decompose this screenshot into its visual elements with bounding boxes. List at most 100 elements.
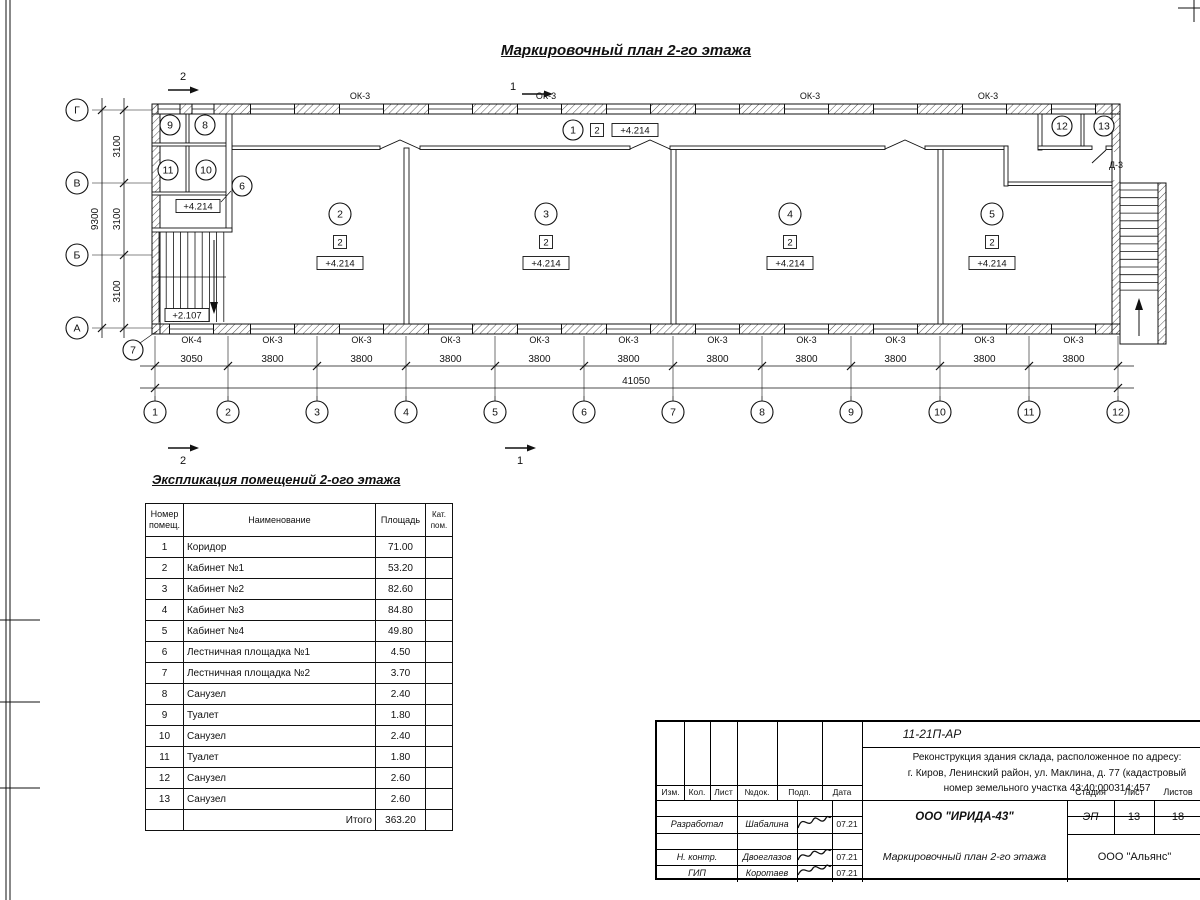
room-13-circle xyxy=(1093,115,1115,137)
room-3-label: 3 xyxy=(543,209,549,221)
section-arrow-head xyxy=(527,444,536,452)
cell-name: Санузел xyxy=(182,767,376,789)
section-mark-label: 1 xyxy=(510,81,516,93)
room-8-label: 8 xyxy=(202,120,208,132)
dim-bay-bottom: 3800 xyxy=(617,354,640,365)
window-label-bottom: ОК-3 xyxy=(707,335,727,345)
axis-col-11-circle xyxy=(1017,400,1041,424)
cell-cat xyxy=(424,662,453,684)
room-3-category-text: 2 xyxy=(543,238,548,249)
axis-col-3-label: 3 xyxy=(314,407,320,419)
axis-col-6-circle xyxy=(572,400,596,424)
role-developer: Разработал xyxy=(670,819,724,829)
plan-title: Маркировочный план 2-го этажа xyxy=(500,42,752,59)
title-block: 11-21П-АР Реконструкция здания склада, р… xyxy=(655,720,1200,882)
room-3-circle xyxy=(534,202,558,226)
room-5-label: 5 xyxy=(989,209,995,221)
cell-num: 7 xyxy=(145,662,184,684)
stage-value: ЭП xyxy=(1082,811,1099,823)
cell-num: 5 xyxy=(145,620,184,642)
cell-name: Санузел xyxy=(182,788,376,810)
date-developer: 07.21 xyxy=(836,819,858,829)
company-name: ООО "ИРИДА-43" xyxy=(915,811,1014,823)
explication-total-row: Итого 363.20 xyxy=(145,809,453,831)
titleblock-vline xyxy=(1154,800,1155,834)
axis-col-4-label: 4 xyxy=(403,407,409,419)
cell-area: 4.50 xyxy=(374,641,426,663)
dim-bay-bottom: 3800 xyxy=(439,354,462,365)
axis-col-10-circle xyxy=(928,400,952,424)
date-gip: 07.21 xyxy=(836,868,858,878)
cell-cat xyxy=(424,746,453,768)
section-mark-label: 2 xyxy=(180,71,186,83)
room-3-level-text: +4.214 xyxy=(531,259,560,270)
rev-header-podp: Подп. xyxy=(788,787,811,797)
room-13-label: 13 xyxy=(1098,121,1110,133)
window-label-bottom: ОК-3 xyxy=(796,335,816,345)
cell-cat xyxy=(424,704,453,726)
sheet-value: 13 xyxy=(1127,811,1141,823)
axis-row-Г-label: Г xyxy=(74,105,80,117)
room-5-level-text: +4.214 xyxy=(977,259,1006,270)
room-5-circle xyxy=(980,202,1004,226)
dim-tick xyxy=(1113,383,1123,393)
cell-name: Кабинет №2 xyxy=(182,578,376,600)
titleblock-hline xyxy=(862,747,1200,748)
sheets-label: Листов xyxy=(1163,787,1193,797)
cell-area: 84.80 xyxy=(374,599,426,621)
room-10-circle xyxy=(195,159,217,181)
sheets-value: 18 xyxy=(1171,811,1185,823)
stair-level-box xyxy=(164,308,210,322)
explication-header-row: Номер помещ. Наименование Площадь Кат. п… xyxy=(145,503,453,537)
rev-header-list: Лист xyxy=(714,787,733,797)
room-4-level-text: +4.214 xyxy=(775,259,804,270)
name-gip: Коротаев xyxy=(745,868,789,878)
contractor-name: ООО "Альянс" xyxy=(1097,851,1172,863)
room-4-label: 4 xyxy=(787,209,793,221)
axis-col-3-circle xyxy=(305,400,329,424)
axis-col-12-label: 12 xyxy=(1112,407,1124,419)
project-line-1: Реконструкция здания склада, расположенн… xyxy=(912,752,1182,763)
doc-number: 11-21П-АР xyxy=(902,727,962,741)
axis-col-9-label: 9 xyxy=(848,407,854,419)
dim-bay-bottom: 3800 xyxy=(973,354,996,365)
room-6-circle xyxy=(231,175,253,197)
titleblock-vline xyxy=(710,722,711,800)
titleblock-hline xyxy=(657,816,862,817)
room-2-level-text: +4.214 xyxy=(325,259,354,270)
cell-area: 71.00 xyxy=(374,536,426,558)
axis-row-Г-circle xyxy=(65,98,89,122)
titleblock-hline xyxy=(657,800,862,801)
window-label-bottom: ОК-3 xyxy=(440,335,460,345)
room-9-circle xyxy=(159,114,181,136)
col-header-name: Наименование xyxy=(182,503,376,537)
titleblock-vline xyxy=(822,722,823,800)
cell-cat xyxy=(424,683,453,705)
cell-area: 2.40 xyxy=(374,683,426,705)
cell-name: Кабинет №1 xyxy=(182,557,376,579)
window-label-bottom: ОК-3 xyxy=(618,335,638,345)
signature-developer xyxy=(797,815,832,829)
titleblock-hline xyxy=(862,800,1200,801)
axis-col-7-label: 7 xyxy=(670,407,676,419)
titleblock-vline xyxy=(797,800,798,882)
drawing-title: Маркировочный план 2-го этажа xyxy=(882,851,1047,863)
dim-bay-bottom: 3800 xyxy=(706,354,729,365)
total-num-cell xyxy=(145,809,184,831)
room-4-category-box xyxy=(783,235,797,249)
titleblock-hline xyxy=(1067,816,1200,817)
room-5-level-box xyxy=(968,256,1016,270)
explication-table: Номер помещ. Наименование Площадь Кат. п… xyxy=(145,503,453,831)
axis-row-В-circle xyxy=(65,171,89,195)
dim-bay-bottom: 3800 xyxy=(528,354,551,365)
axis-col-8-circle xyxy=(750,400,774,424)
section-arrow-head xyxy=(190,444,199,452)
dim-bay-bottom: 3800 xyxy=(884,354,907,365)
axis-col-9-circle xyxy=(839,400,863,424)
room-4-circle xyxy=(778,202,802,226)
